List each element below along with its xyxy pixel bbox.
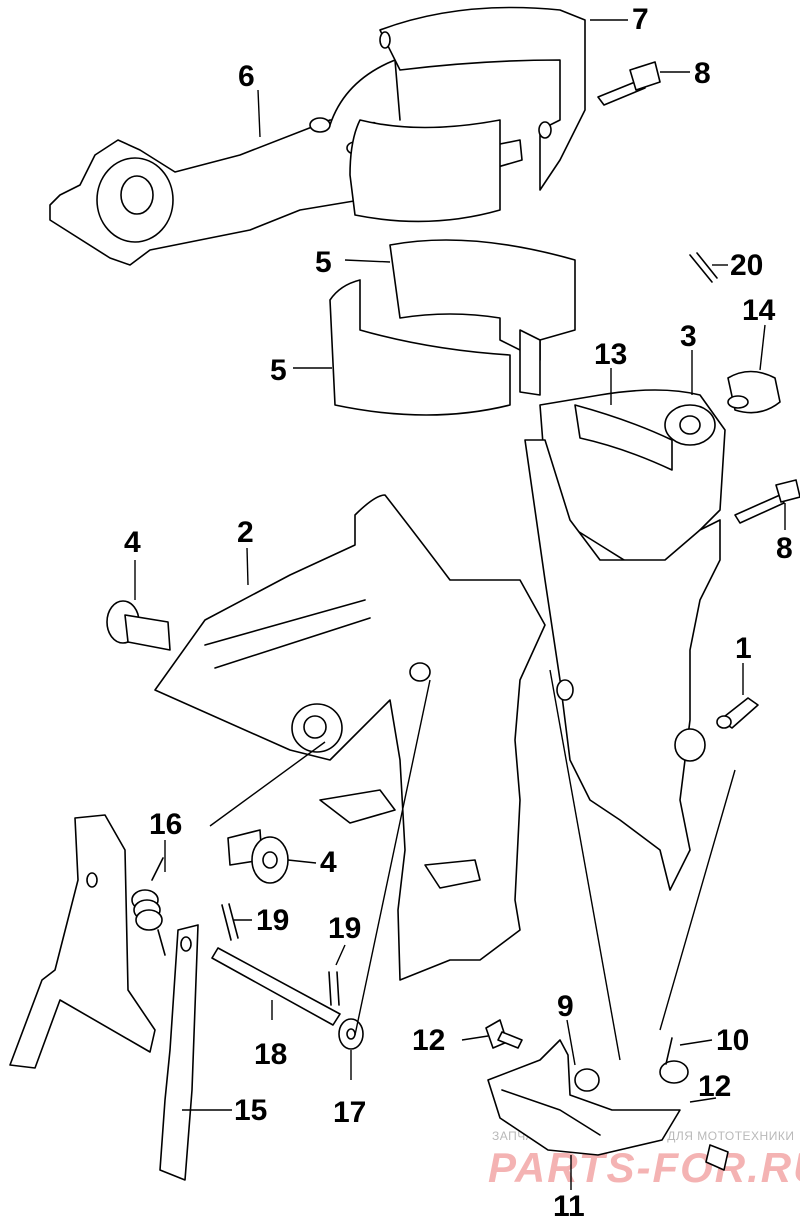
callout-12: 12 bbox=[412, 1024, 445, 1057]
part-11-lock-plate bbox=[487, 1039, 681, 1156]
leader-5a bbox=[344, 259, 391, 263]
leader-4b bbox=[287, 859, 317, 864]
callout-4: 4 bbox=[124, 526, 141, 559]
callout-13: 13 bbox=[594, 338, 627, 371]
part-20-cotter-pin bbox=[689, 252, 718, 283]
swivel-body-right bbox=[524, 439, 721, 891]
leader-lines bbox=[134, 19, 786, 1190]
callout-1: 1 bbox=[735, 632, 752, 665]
callout-12: 12 bbox=[698, 1070, 731, 1103]
part-17-washer bbox=[338, 1018, 364, 1050]
callout-16: 16 bbox=[149, 808, 182, 841]
part-4-bushing-upper bbox=[106, 600, 171, 651]
leader-12a bbox=[461, 1035, 489, 1041]
callout-11: 11 bbox=[553, 1190, 585, 1221]
part-5-liner-lower bbox=[329, 279, 541, 416]
part-1-grease-nipple bbox=[716, 697, 759, 729]
leader-12b bbox=[689, 1097, 717, 1103]
leader-2 bbox=[246, 547, 249, 586]
part-10-spring-clip bbox=[659, 1037, 689, 1084]
leader-6 bbox=[257, 89, 261, 138]
part-5-liner-upper bbox=[389, 239, 576, 361]
part-19-pin-right bbox=[328, 971, 340, 1006]
watermark-logo: PARTS-FOR.RU bbox=[488, 1144, 800, 1191]
callout-3: 3 bbox=[680, 320, 697, 353]
callout-20: 20 bbox=[730, 249, 763, 282]
assembly-guide-4 bbox=[659, 769, 736, 1031]
callout-4: 4 bbox=[320, 846, 337, 879]
part-7-upper-clamp bbox=[349, 6, 586, 223]
callout-15: 15 bbox=[234, 1094, 267, 1127]
part-8-bolt-lower bbox=[734, 479, 800, 524]
assembly-guide-3 bbox=[549, 669, 621, 1061]
part-2-stern-bracket bbox=[154, 494, 546, 981]
part-16-spring bbox=[131, 857, 166, 956]
part-19-pin-left bbox=[221, 903, 239, 941]
callout-10: 10 bbox=[716, 1024, 749, 1057]
part-14-stopper bbox=[727, 370, 781, 414]
callout-19: 19 bbox=[256, 904, 289, 937]
part-18-rod bbox=[211, 947, 341, 1026]
callout-9: 9 bbox=[557, 990, 574, 1023]
callout-14: 14 bbox=[742, 294, 776, 327]
callout-17: 17 bbox=[333, 1096, 366, 1129]
callout-18: 18 bbox=[254, 1038, 287, 1071]
part-12-bolt-right bbox=[705, 1144, 729, 1171]
part-4-bushing-lower bbox=[227, 829, 289, 884]
part-12-bolt-left bbox=[485, 1019, 523, 1049]
part-15-tilt-lever bbox=[9, 814, 199, 1181]
callout-8: 8 bbox=[776, 532, 793, 565]
leader-9 bbox=[566, 1019, 576, 1066]
part-8-bolt-upper bbox=[597, 61, 661, 106]
assembly-guide-1 bbox=[209, 741, 326, 827]
part-3-swivel-case bbox=[539, 389, 726, 571]
callout-8: 8 bbox=[694, 57, 711, 90]
leader-19b bbox=[335, 944, 346, 966]
leader-14 bbox=[759, 324, 766, 371]
callout-2: 2 bbox=[237, 516, 254, 549]
callout-7: 7 bbox=[632, 3, 649, 36]
part-9-spring bbox=[574, 1068, 600, 1092]
callout-6: 6 bbox=[238, 60, 255, 93]
callout-labels: 7 8 6 5 5 20 14 3 13 4 2 8 1 16 4 19 19 … bbox=[124, 3, 793, 1221]
callout-5: 5 bbox=[270, 354, 287, 387]
callout-19: 19 bbox=[328, 912, 361, 945]
leader-10 bbox=[679, 1039, 713, 1046]
assembly-guide-2 bbox=[354, 679, 431, 1036]
callout-5: 5 bbox=[315, 246, 332, 279]
